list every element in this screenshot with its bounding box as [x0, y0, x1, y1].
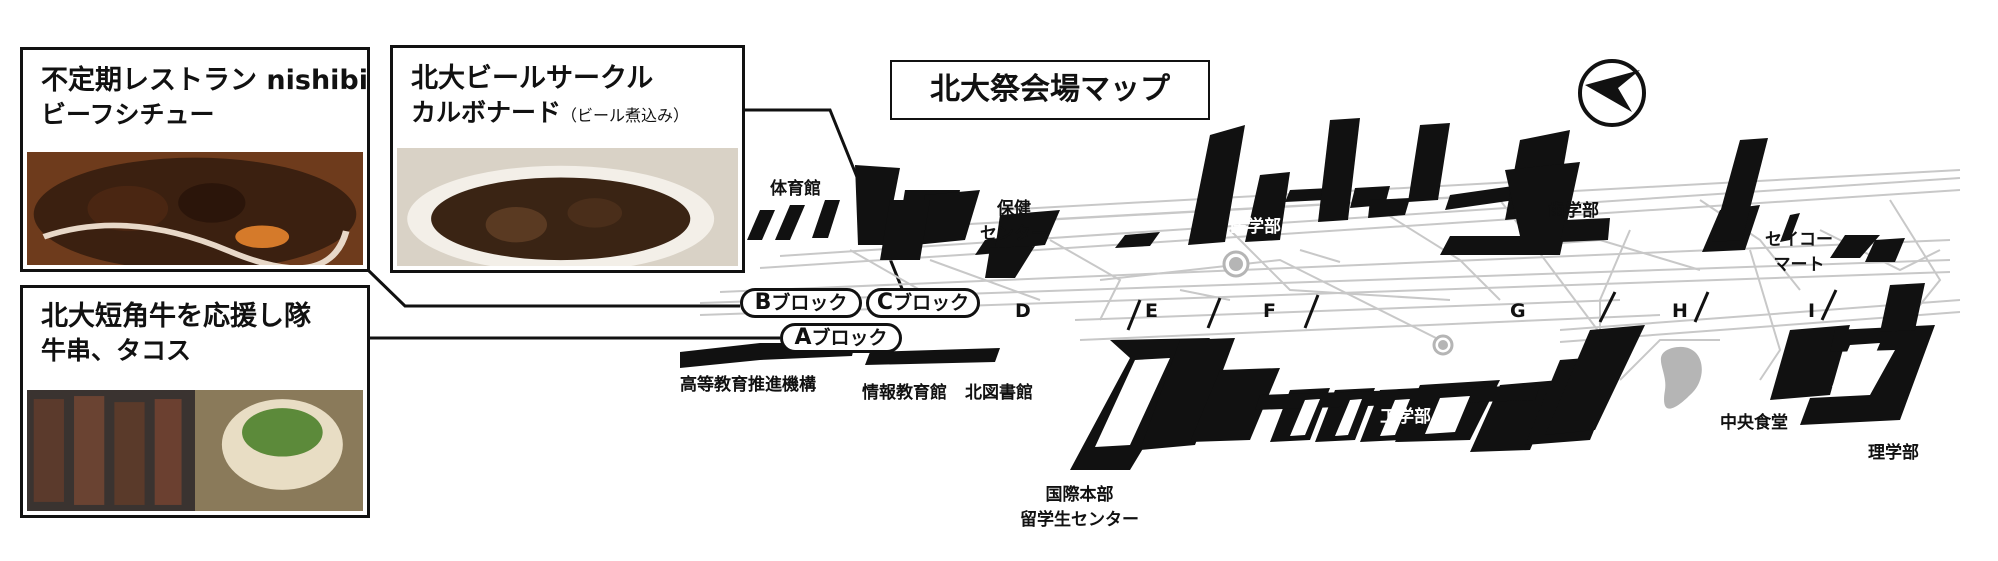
map-title: 北大祭会場マップ — [890, 60, 1210, 120]
booth-name: 不定期レストラン nishibi — [41, 65, 369, 96]
building-taiikukan: 体育館 — [770, 179, 821, 199]
buildings — [680, 118, 1935, 470]
booth-dish: 牛串、タコス — [41, 336, 192, 365]
booth-card-tankaku-beef[interactable]: 北大短角牛を応援し隊 牛串、タコス — [20, 285, 370, 518]
zone-h-label: H — [1672, 300, 1688, 322]
block-a-pill[interactable]: Aブロック — [780, 323, 902, 353]
building-seico-mart: セイコーマート — [1765, 230, 1833, 275]
booth-name: 北大短角牛を応援し隊 — [41, 301, 311, 332]
building-kokusai: 国際本部留学生センター — [1020, 485, 1139, 530]
booth-card-beer-circle[interactable]: 北大ビールサークル カルボナード（ビール煮込み） — [390, 45, 745, 273]
carbonade-photo — [397, 148, 738, 266]
block-b-pill[interactable]: Bブロック — [740, 288, 862, 318]
building-cutouts — [1095, 343, 1880, 447]
booth-dish: カルボナード — [411, 98, 562, 127]
roundabout-2-inner — [1438, 340, 1448, 350]
building-igakubu: 医学部 — [1230, 217, 1281, 237]
zone-e-label: E — [1145, 300, 1158, 322]
building-hoken: 保健センター — [980, 199, 1048, 244]
booth-dish-note: （ビール煮込み） — [561, 106, 690, 125]
zone-d-label: D — [1015, 300, 1031, 322]
zone-dividers — [1126, 289, 1838, 331]
building-toshokan: 北図書館 — [965, 383, 1033, 403]
building-koutou: 高等教育推進機構 — [680, 375, 816, 395]
booth-dish: ビーフシチュー — [41, 100, 215, 129]
building-shigakubu: 歯学部 — [1548, 201, 1599, 221]
zone-f-label: F — [1263, 300, 1276, 322]
pond — [1660, 346, 1702, 409]
zone-g-label: G — [1510, 300, 1526, 322]
beef-stew-photo — [27, 152, 363, 265]
booth-card-nishibi[interactable]: 不定期レストラン nishibi ビーフシチュー — [20, 47, 370, 272]
building-kogakubu: 工学部 — [1380, 407, 1431, 427]
building-chuo-shokudo: 中央食堂 — [1720, 413, 1788, 433]
north-arrow-icon — [1578, 59, 1646, 127]
roundabout-1-inner — [1229, 257, 1243, 271]
building-joho: 情報教育館 — [862, 383, 947, 403]
building-rigakubu: 理学部 — [1868, 443, 1919, 463]
block-c-pill[interactable]: Cブロック — [866, 288, 980, 318]
zone-i-label: I — [1808, 300, 1816, 322]
skewers-tacos-photo — [27, 390, 363, 511]
booth-name: 北大ビールサークル — [411, 63, 654, 94]
